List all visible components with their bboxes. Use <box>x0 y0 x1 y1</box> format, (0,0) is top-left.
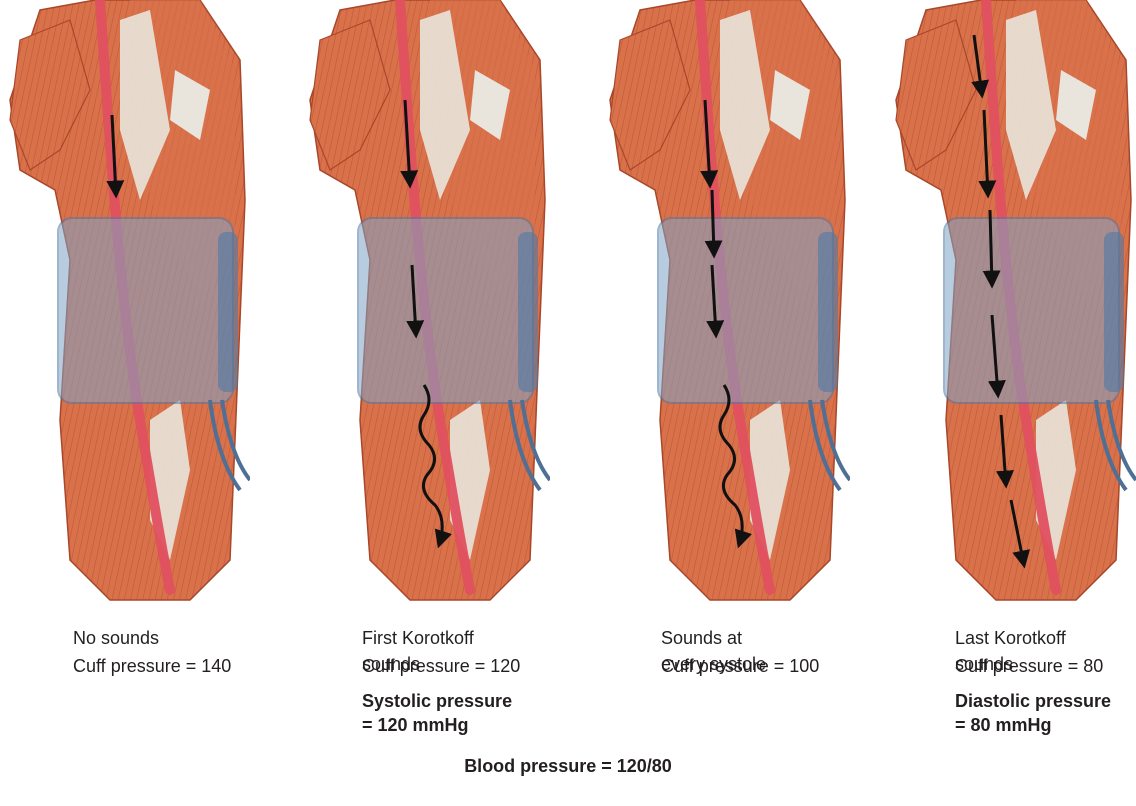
arm-illustration-80 <box>886 0 1136 610</box>
cuff-pressure-panel-2: Cuff pressure = 120 <box>362 654 520 678</box>
systolic-pressure-label: Systolic pressure = 120 mmHg <box>362 689 512 737</box>
cuff-pressure-panel-1: Cuff pressure = 140 <box>73 654 231 678</box>
pressure-cuff <box>658 218 833 403</box>
caption-panel-1: No sounds <box>73 625 159 651</box>
cuff-edge <box>218 232 238 392</box>
cuff-edge <box>818 232 838 392</box>
cuff-edge <box>518 232 538 392</box>
diastolic-pressure-label: Diastolic pressure = 80 mmHg <box>955 689 1111 737</box>
cuff-pressure-panel-3: Cuff pressure = 100 <box>661 654 819 678</box>
arm-illustration-140 <box>0 0 250 610</box>
arm-illustration-120 <box>300 0 550 610</box>
blood-flow-arrow <box>712 190 714 255</box>
blood-pressure-summary: Blood pressure = 120/80 <box>0 756 1136 777</box>
pressure-cuff <box>358 218 533 403</box>
arm-illustration-100 <box>600 0 850 610</box>
blood-flow-arrow <box>990 210 992 285</box>
pressure-cuff <box>58 218 233 403</box>
cuff-edge <box>1104 232 1124 392</box>
pressure-cuff <box>944 218 1119 403</box>
cuff-pressure-panel-4: Cuff pressure = 80 <box>955 654 1103 678</box>
